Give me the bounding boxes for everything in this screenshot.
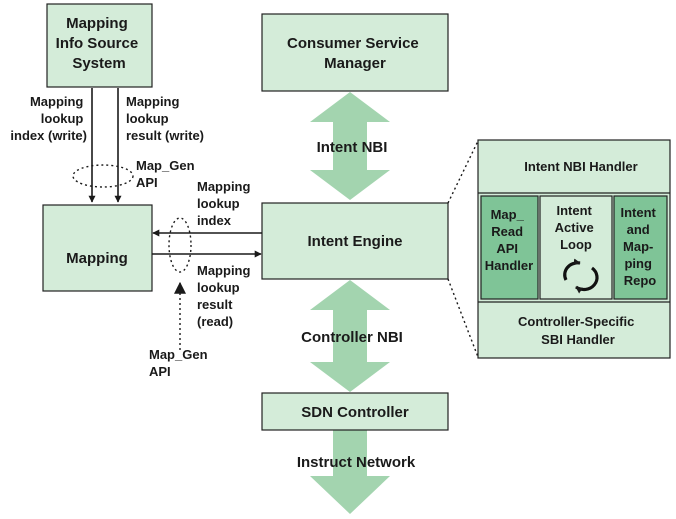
- map-gen-api-top-line-1: Map_Gen: [136, 158, 195, 173]
- lookup-index-write-line-3: index (write): [10, 128, 87, 143]
- lookup-index-line-2: lookup: [197, 196, 240, 211]
- map-read-api-handler-box: [480, 195, 539, 300]
- mapping-info-source-line-3: System: [72, 55, 125, 72]
- svg-text:Consumer Service Manager: Consumer Service Manager: [287, 35, 423, 72]
- intent-nbi-arrow: [310, 92, 390, 200]
- zoom-line-bottom: [447, 278, 479, 358]
- controller-nbi-arrow: [310, 280, 390, 392]
- svg-text:Intent Active Loop: Intent Active Loop: [555, 203, 598, 252]
- svg-text:Map_ Read API Hand: Map_ Read API Handler: [485, 207, 533, 273]
- instruct-network-arrow: [310, 424, 390, 514]
- intent-repo-line-5: Repo: [624, 273, 657, 288]
- map-gen-api-bottom-line-1: Map_Gen: [149, 347, 208, 362]
- intent-repo-line-4: ping: [624, 256, 651, 271]
- consumer-service-manager-line-1: Consumer Service: [287, 35, 419, 52]
- intent-repo-line-3: Map-: [623, 239, 653, 254]
- sbi-handler-line-2: SBI Handler: [541, 332, 615, 347]
- lookup-result-write-line-2: lookup: [126, 111, 169, 126]
- lookup-index-line-3: index: [197, 213, 232, 228]
- lookup-result-read-line-3: result: [197, 297, 233, 312]
- instruct-network-label: Instruct Network: [297, 454, 416, 471]
- svg-text:Intent and Map- pi: Intent and Map- ping Repo: [620, 205, 659, 288]
- refresh-loop-icon: [563, 258, 599, 294]
- mapping-info-source-line-1: Mapping: [66, 15, 128, 32]
- sdn-controller-label: SDN Controller: [301, 404, 409, 421]
- controller-nbi-label: Controller NBI: [301, 329, 403, 346]
- svg-text:Controller-Specific SBI Ha: Controller-Specific SBI Handler: [518, 314, 638, 347]
- map-gen-api-top-ellipse: [72, 164, 134, 188]
- intent-engine-box: [261, 202, 449, 280]
- intent-repo-line-2: and: [627, 222, 650, 237]
- consumer-service-manager-line-2: Manager: [324, 55, 386, 72]
- svg-text:Mapping lookup index: Mapping lookup index: [197, 179, 254, 228]
- intent-active-loop-line-2: Active: [555, 220, 594, 235]
- lookup-index-line-1: Mapping: [197, 179, 250, 194]
- intent-active-loop-line-1: Intent: [556, 203, 592, 218]
- map-gen-api-bottom-line-2: API: [149, 364, 171, 379]
- map-read-line-1: Map_: [491, 207, 525, 222]
- map-gen-api-bottom-ellipse: [168, 217, 192, 273]
- lookup-result-read-line-2: lookup: [197, 280, 240, 295]
- map-read-line-3: API: [496, 241, 518, 256]
- mapping-box-label: Mapping: [66, 250, 128, 267]
- lookup-result-read-line-4: (read): [197, 314, 233, 329]
- svg-text:Map_Gen API: Map_Gen API: [136, 158, 198, 190]
- mapping-info-source-line-2: Info Source: [56, 35, 139, 52]
- map-read-line-4: Handler: [485, 258, 533, 273]
- intent-nbi-handler-label: Intent NBI Handler: [524, 159, 637, 174]
- intent-mapping-repo-box: [613, 195, 668, 300]
- svg-text:Mapping lookup result: Mapping lookup result (read): [197, 263, 254, 329]
- lookup-result-read-line-1: Mapping: [197, 263, 250, 278]
- intent-engine-label: Intent Engine: [308, 233, 403, 250]
- intent-active-loop-box: [539, 195, 613, 300]
- svg-text:Mapping lookup result: Mapping lookup result (write): [126, 94, 204, 143]
- map-read-line-2: Read: [491, 224, 523, 239]
- svg-text:Mapping lookup index (: Mapping lookup index (write): [10, 94, 87, 143]
- intent-repo-line-1: Intent: [620, 205, 656, 220]
- map-gen-api-top-line-2: API: [136, 175, 158, 190]
- lookup-index-write-line-1: Mapping: [30, 94, 83, 109]
- sbi-handler-line-1: Controller-Specific: [518, 314, 634, 329]
- consumer-service-manager-box: [261, 13, 449, 92]
- intent-nbi-label: Intent NBI: [317, 139, 388, 156]
- lookup-result-write-line-3: result (write): [126, 128, 204, 143]
- intent-active-loop-line-3: Loop: [560, 237, 592, 252]
- lookup-result-write-line-1: Mapping: [126, 94, 179, 109]
- svg-text:Mapping Info Source Sy: Mapping Info Source System: [56, 15, 143, 72]
- svg-text:Map_Gen API: Map_Gen API: [149, 347, 211, 379]
- zoom-line-top: [447, 140, 479, 204]
- sdn-controller-box: [261, 392, 449, 431]
- mapping-info-source-box: [46, 3, 153, 88]
- mapping-box: [42, 204, 153, 292]
- lookup-index-write-line-2: lookup: [41, 111, 84, 126]
